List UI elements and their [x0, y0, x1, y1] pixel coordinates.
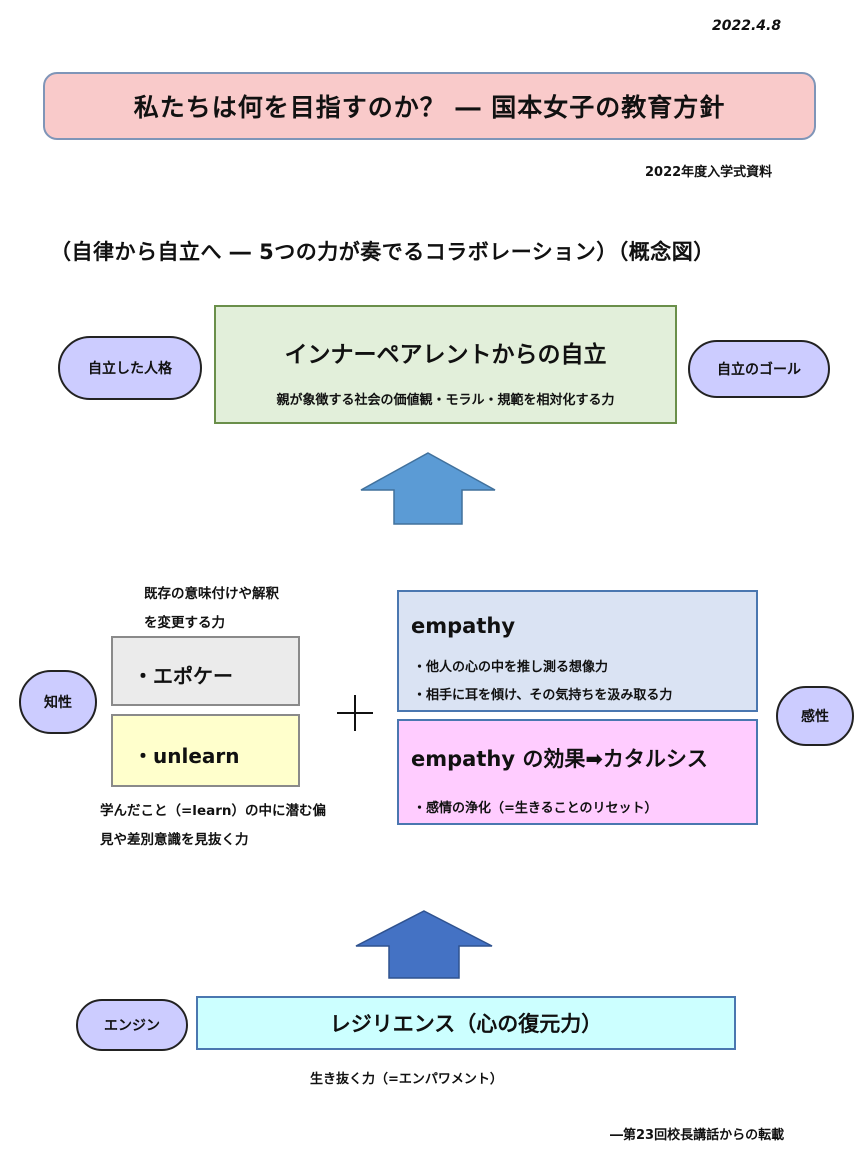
footer-note: ―第23回校長講話からの転載: [610, 1128, 785, 1143]
epoche-note-line: 既存の意味付けや解釈: [144, 586, 279, 602]
pill-label: 自立のゴール: [717, 362, 801, 378]
resilience-title: レジリエンス（心の復元力）: [329, 1012, 603, 1036]
unlearn-note-line: 見や差別意識を見抜く力: [100, 832, 249, 848]
resilience-box: レジリエンス（心の復元力）: [196, 996, 736, 1050]
pill-label: 知性: [44, 695, 72, 711]
unlearn-label: ・unlearn: [133, 744, 240, 768]
plus-icon: [337, 695, 373, 731]
pill-sensibility: 感性: [776, 686, 854, 746]
epoche-label: ・エポケー: [133, 664, 233, 688]
subtitle-label: 2022年度入学式資料: [645, 165, 773, 180]
pill-goal: 自立のゴール: [688, 340, 830, 398]
resilience-caption: 生き抜く力（=エンパワメント）: [310, 1072, 503, 1087]
pill-label: 感性: [801, 709, 829, 725]
empathy-line: ・他人の心の中を推し測る想像力: [413, 660, 609, 675]
diagram-heading: （自律から自立へ ― 5つの力が奏でるコラボレーション）（概念図）: [50, 240, 715, 264]
inner-parent-title: インナーペアレントからの自立: [284, 342, 607, 368]
pill-label: エンジン: [104, 1018, 160, 1034]
pill-label: 自立した人格: [88, 361, 172, 377]
empathy-line: ・相手に耳を傾け、その気持ちを汲み取る力: [413, 688, 673, 703]
pill-intellect: 知性: [19, 670, 97, 734]
empathy-title: empathy: [411, 614, 516, 638]
inner-parent-box: インナーペアレントからの自立 親が象徴する社会の価値観・モラル・規範を相対化する…: [214, 305, 677, 424]
unlearn-box: ・unlearn: [111, 714, 300, 787]
title-banner: 私たちは何を目指すのか？ ― 国本女子の教育方針: [43, 72, 816, 140]
inner-parent-description: 親が象徴する社会の価値観・モラル・規範を相対化する力: [276, 393, 615, 408]
unlearn-note: 学んだこと（=learn）の中に潜む偏 見や差別意識を見抜く力: [100, 797, 326, 855]
catharsis-title: empathy の効果➡カタルシス: [411, 747, 708, 771]
catharsis-line: ・感情の浄化（=生きることのリセット）: [413, 801, 658, 816]
pill-independent-personality: 自立した人格: [58, 336, 202, 400]
up-arrow-icon: [355, 910, 493, 979]
title-text: 私たちは何を目指すのか？ ― 国本女子の教育方針: [133, 93, 726, 122]
epoche-note-line: を変更する力: [144, 615, 225, 631]
date-label: 2022.4.8: [712, 18, 782, 34]
up-arrow-icon: [360, 452, 496, 525]
unlearn-note-line: 学んだこと（=learn）の中に潜む偏: [100, 803, 326, 819]
epoche-note: 既存の意味付けや解釈 を変更する力: [144, 580, 279, 638]
catharsis-box: empathy の効果➡カタルシス ・感情の浄化（=生きることのリセット）: [397, 719, 758, 825]
pill-engine: エンジン: [76, 999, 188, 1051]
empathy-box: empathy ・他人の心の中を推し測る想像力 ・相手に耳を傾け、その気持ちを汲…: [397, 590, 758, 712]
epoche-box: ・エポケー: [111, 636, 300, 706]
